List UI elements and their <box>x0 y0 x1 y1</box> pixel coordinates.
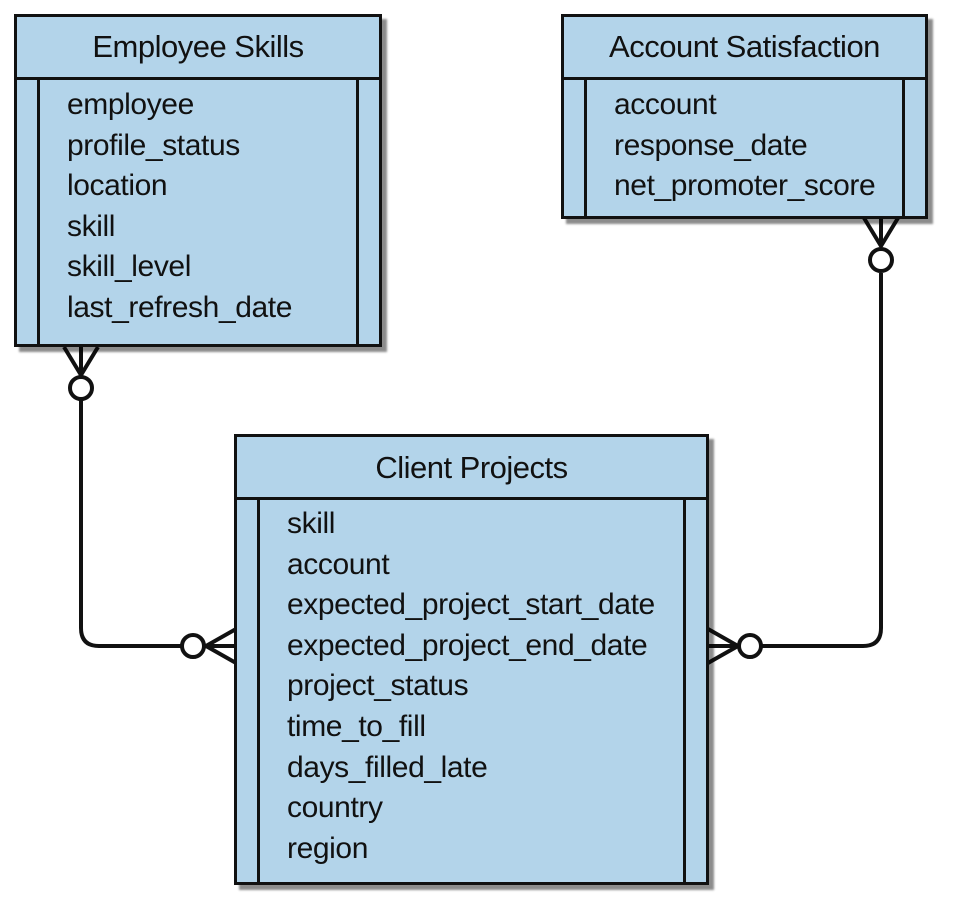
attribute: location <box>67 169 168 203</box>
zero-marker-client-projects-left <box>180 633 206 659</box>
connector-line <box>79 400 181 648</box>
attribute: expected_project_start_date <box>287 588 655 622</box>
attribute: account <box>614 88 717 121</box>
right-bar <box>902 80 905 216</box>
relationship-employee-skills-client-projects <box>62 345 237 665</box>
entity-account-satisfaction: Account Satisfaction account response_da… <box>561 14 928 219</box>
attribute-list: account response_date net_promoter_score <box>614 85 876 207</box>
right-bar <box>356 80 359 344</box>
zero-marker-account-satisfaction <box>868 247 894 273</box>
entity-employee-skills: Employee Skills employee profile_status … <box>14 14 382 347</box>
attribute: skill <box>287 507 335 540</box>
zero-marker-employee-skills <box>68 375 94 401</box>
attribute: net_promoter_score <box>614 169 876 203</box>
entity-attributes-panel: skill account expected_project_start_dat… <box>237 500 706 882</box>
connector-line <box>762 273 883 648</box>
attribute: account <box>287 547 390 581</box>
crows-foot-client-projects-right <box>707 627 743 665</box>
attribute: expected_project_end_date <box>287 628 648 662</box>
entity-title: Account Satisfaction <box>564 17 925 80</box>
attribute: response_date <box>614 128 808 162</box>
attribute: country <box>287 791 383 825</box>
zero-marker-client-projects-right <box>737 633 763 659</box>
entity-client-projects: Client Projects skill account expected_p… <box>234 434 709 885</box>
attribute: region <box>287 831 368 865</box>
attribute: employee <box>67 88 194 121</box>
relationship-account-satisfaction-client-projects <box>707 216 900 665</box>
crows-foot-client-projects-left <box>201 627 237 665</box>
entity-attributes-panel: employee profile_status location skill s… <box>17 80 379 344</box>
left-bar <box>37 80 40 344</box>
attribute: time_to_fill <box>287 709 426 743</box>
crows-foot-employee-skills <box>62 345 100 379</box>
attribute-list: skill account expected_project_start_dat… <box>287 504 655 869</box>
left-bar <box>584 80 587 216</box>
right-bar <box>683 500 686 882</box>
attribute: project_status <box>287 669 469 703</box>
attribute: skill <box>67 209 115 243</box>
attribute: profile_status <box>67 128 240 162</box>
attribute: last_refresh_date <box>67 290 293 324</box>
attribute: skill_level <box>67 250 191 284</box>
attribute: days_filled_late <box>287 750 488 784</box>
entity-title: Employee Skills <box>17 17 379 80</box>
attribute-list: employee profile_status location skill s… <box>67 85 292 329</box>
entity-attributes-panel: account response_date net_promoter_score <box>564 80 925 216</box>
crows-foot-account-satisfaction <box>862 216 900 250</box>
entity-title: Client Projects <box>237 437 706 500</box>
left-bar <box>257 500 260 882</box>
